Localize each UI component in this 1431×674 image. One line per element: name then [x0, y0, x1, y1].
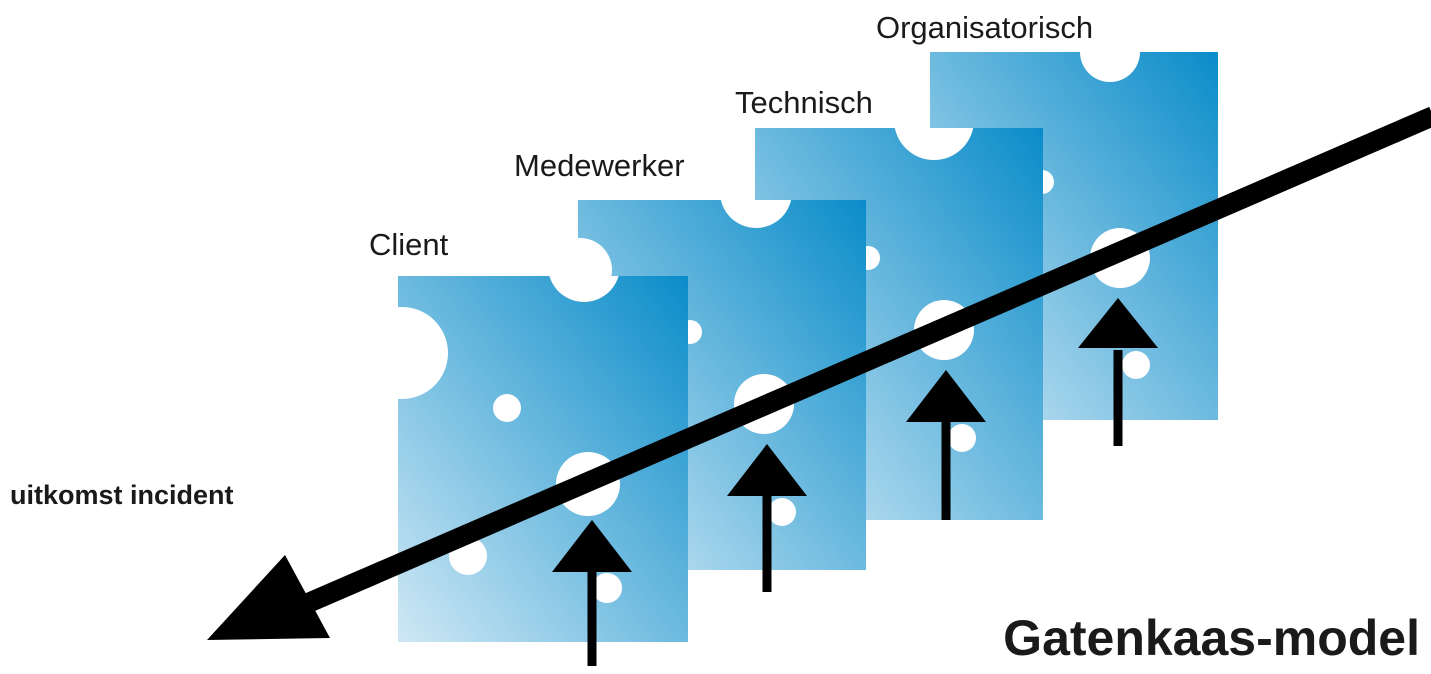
hole	[398, 307, 448, 399]
hole	[948, 424, 976, 452]
hole	[768, 498, 796, 526]
model-title: Gatenkaas-model	[1003, 610, 1420, 666]
incident-trajectory-arrow	[207, 106, 1431, 640]
hole	[1080, 52, 1140, 82]
layer-label-medewerker: Medewerker	[514, 148, 685, 183]
layer-label-client: Client	[369, 227, 449, 262]
latent-arrow-technisch	[906, 370, 986, 520]
latent-arrow-medewerker	[727, 444, 807, 592]
slice-client	[398, 276, 688, 666]
latent-arrow-organisatorisch	[1078, 298, 1158, 446]
hole	[894, 128, 974, 160]
latent-arrow-client	[552, 520, 632, 666]
hole	[592, 573, 622, 603]
outcome-label: uitkomst incident	[10, 480, 234, 510]
hole	[720, 200, 792, 228]
layer-label-technisch: Technisch	[735, 85, 873, 120]
hole	[549, 276, 619, 302]
layer-label-organisatorisch: Organisatorisch	[876, 10, 1093, 45]
hole	[1122, 351, 1150, 379]
hole	[493, 394, 521, 422]
